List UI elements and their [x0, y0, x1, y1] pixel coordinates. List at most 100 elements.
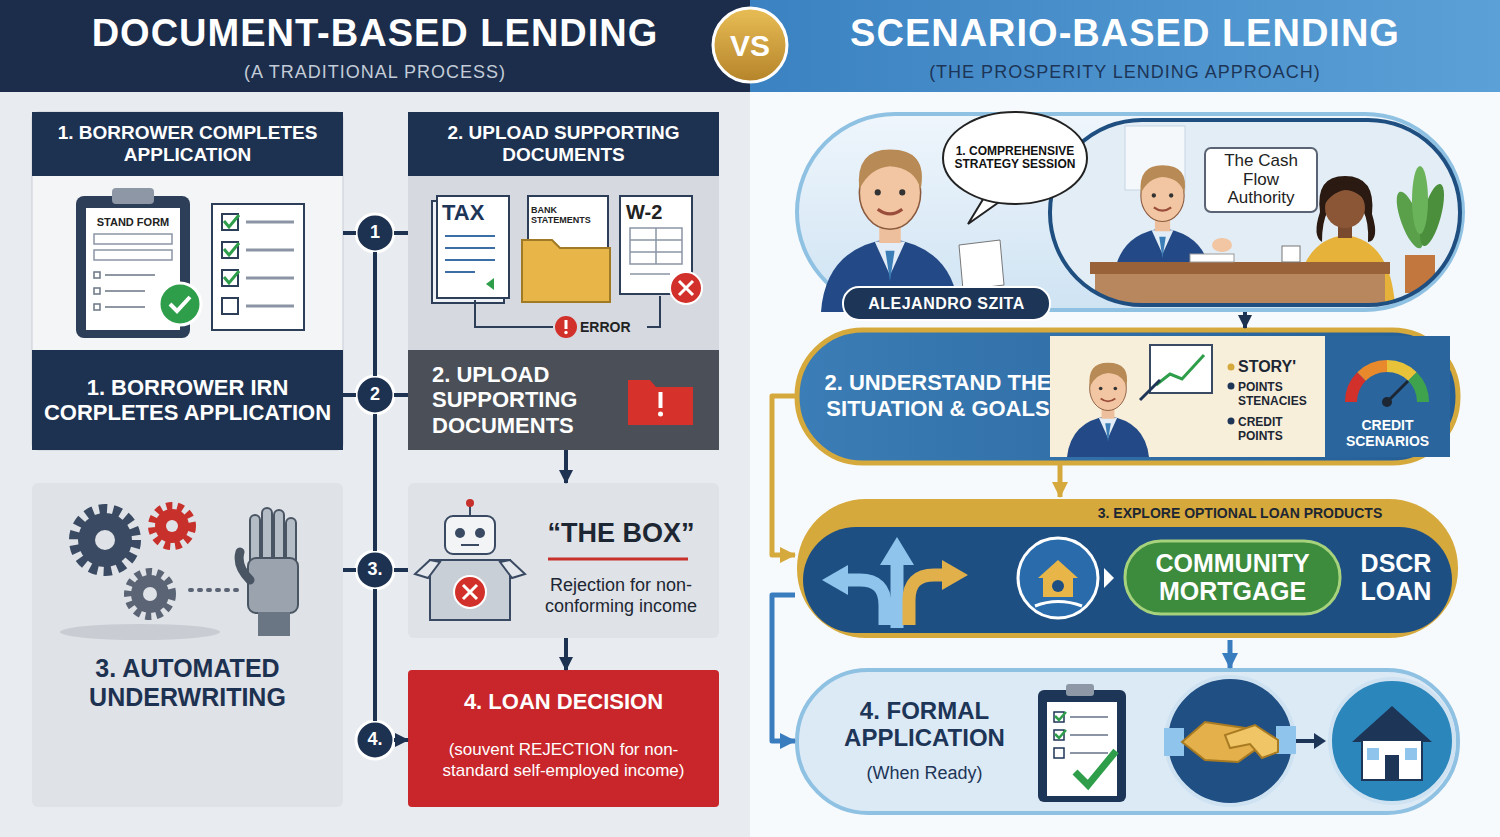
- node-text: COMMUNITY MORTGAGE: [1133, 550, 1332, 605]
- application-band: [1070, 717, 1108, 753]
- card-underwriting: [60, 624, 220, 640]
- text-slot: “THE BOX”: [526, 519, 716, 549]
- wall-sign: The Cash Flow Authority: [1205, 148, 1317, 212]
- application-band: [1225, 725, 1278, 758]
- card-the-box: [430, 560, 510, 620]
- text-slot: CREDIT POINTS: [1238, 416, 1320, 444]
- card-the-box: [461, 544, 479, 546]
- loan-products-band: [1035, 602, 1082, 607]
- product-label: DSCR LOAN: [1342, 541, 1450, 614]
- text-slot: The Cash Flow Authority: [1209, 152, 1313, 208]
- text-slot: 1. BORROWER COMPLETES APPLICATION: [40, 122, 335, 166]
- card-underwriting: [128, 572, 172, 616]
- card-underwriting: [143, 587, 157, 601]
- step-circle: 2: [356, 376, 394, 414]
- node-text: The Cash Flow Authority: [1209, 152, 1313, 208]
- card-upload: [408, 350, 719, 450]
- text-slot: CREDIT SCENARIOS: [1327, 417, 1448, 449]
- node-text: 4.: [356, 730, 394, 750]
- application-band: [1367, 748, 1379, 760]
- header-band: [0, 0, 750, 92]
- text-slot: (souvent REJECTION for non-standard self…: [416, 739, 711, 782]
- card-the-box: [463, 585, 477, 599]
- text-slot: ERROR: [580, 320, 644, 335]
- card-the-box: [454, 576, 486, 608]
- node-text: (THE PROSPERITY LENDING APPROACH): [770, 62, 1480, 84]
- card-upload: [658, 412, 663, 417]
- card-underwriting: [78, 513, 132, 567]
- card-underwriting: [131, 575, 169, 613]
- card-the-box: [466, 499, 474, 507]
- node-text: CREDIT SCENARIOS: [1327, 417, 1448, 449]
- loan-products-band: [880, 537, 914, 565]
- connector: [564, 450, 568, 483]
- situation-band: [797, 330, 1458, 463]
- text-slot: STORY': [1238, 358, 1320, 376]
- text-slot: (A TRADITIONAL PROCESS): [20, 62, 730, 84]
- strategy-band: [1316, 176, 1375, 242]
- application-band: [1166, 677, 1294, 805]
- situation-band: [1150, 345, 1212, 393]
- connector: [772, 595, 795, 741]
- gauge-panel: CREDIT SCENARIOS: [1325, 335, 1450, 458]
- card-underwriting: [95, 530, 115, 550]
- strategy-band: [1320, 182, 1370, 212]
- application-band: [797, 670, 1458, 813]
- loan-products-band: [1043, 577, 1073, 597]
- application-band: [1054, 748, 1064, 758]
- text-slot: DOCUMENT-BASED LENDING: [20, 13, 730, 55]
- product-pill: COMMUNITY MORTGAGE: [1125, 541, 1340, 614]
- text-slot: 3.: [356, 560, 394, 580]
- step-circle: [356, 551, 394, 589]
- situation-band: [1067, 363, 1150, 457]
- text-slot: Rejection for non-conforming income: [526, 575, 716, 618]
- strategy-band: [1050, 120, 1460, 305]
- header-band: [0, 0, 1500, 92]
- node-text: 3.: [356, 560, 394, 580]
- node-text: 4. LOAN DECISION: [416, 689, 711, 714]
- connector: [1228, 640, 1233, 668]
- loan-products-band: [1104, 568, 1114, 588]
- situation-band: [1228, 364, 1235, 371]
- card-application: [32, 350, 343, 450]
- rejection-box: “THE BOX” Rejection for non-conforming in…: [408, 483, 719, 638]
- card-application: [222, 298, 238, 314]
- text-slot: 4.: [356, 730, 394, 750]
- application-band: [1038, 690, 1126, 802]
- card-upload: [670, 272, 702, 304]
- strategy-band: [1090, 262, 1390, 274]
- situation-band: [1228, 383, 1235, 390]
- situation-band: [1351, 377, 1362, 403]
- connector: [772, 396, 795, 555]
- card-application: [94, 234, 172, 244]
- card-application: [159, 283, 201, 325]
- situation-band: [1382, 397, 1392, 407]
- page-ground: [750, 0, 1500, 837]
- connector: [373, 414, 377, 551]
- node-text: 1. COMPREHENSIVE STRATEGY SESSION: [953, 145, 1077, 171]
- strategy-band: [843, 287, 1050, 320]
- process-card: 1. BORROWER COMPLETES APPLICATION 1. BORR…: [32, 112, 343, 450]
- loan-products-band: [891, 562, 904, 628]
- process-card: 2. UPLOAD SUPPORTING DOCUMENTS2. UPLOAD …: [408, 112, 719, 450]
- text-slot: 2. UPLOAD SUPPORTING DOCUMENTS: [432, 362, 632, 438]
- loan-products-band: [1125, 541, 1340, 614]
- connector: [373, 589, 377, 721]
- node-text: (When Ready): [817, 763, 1032, 785]
- strategy-band: [1190, 254, 1234, 262]
- node-text: 4. FORMAL APPLICATION: [817, 697, 1032, 752]
- header-band: [713, 8, 787, 82]
- text-slot: SCENARIO-BASED LENDING: [770, 13, 1480, 55]
- card-upload: [565, 320, 568, 329]
- speech-bubble: 1. COMPREHENSIVE STRATEGY SESSION: [945, 113, 1085, 203]
- loan-products-band: [797, 499, 1458, 638]
- node-text: 1. BORROWER IRN CORPLETES APPLICATION: [40, 375, 335, 426]
- strategy-band: [797, 112, 1463, 320]
- step-circle: [356, 214, 394, 759]
- situation-band: [1067, 363, 1150, 457]
- loan-products-band: [803, 527, 1452, 633]
- application-band: [1330, 679, 1454, 803]
- header-band: DOCUMENT-BASED LENDING (A TRADITIONAL PRO…: [0, 0, 750, 92]
- card-the-box: [469, 506, 471, 516]
- card-underwriting: [32, 483, 343, 807]
